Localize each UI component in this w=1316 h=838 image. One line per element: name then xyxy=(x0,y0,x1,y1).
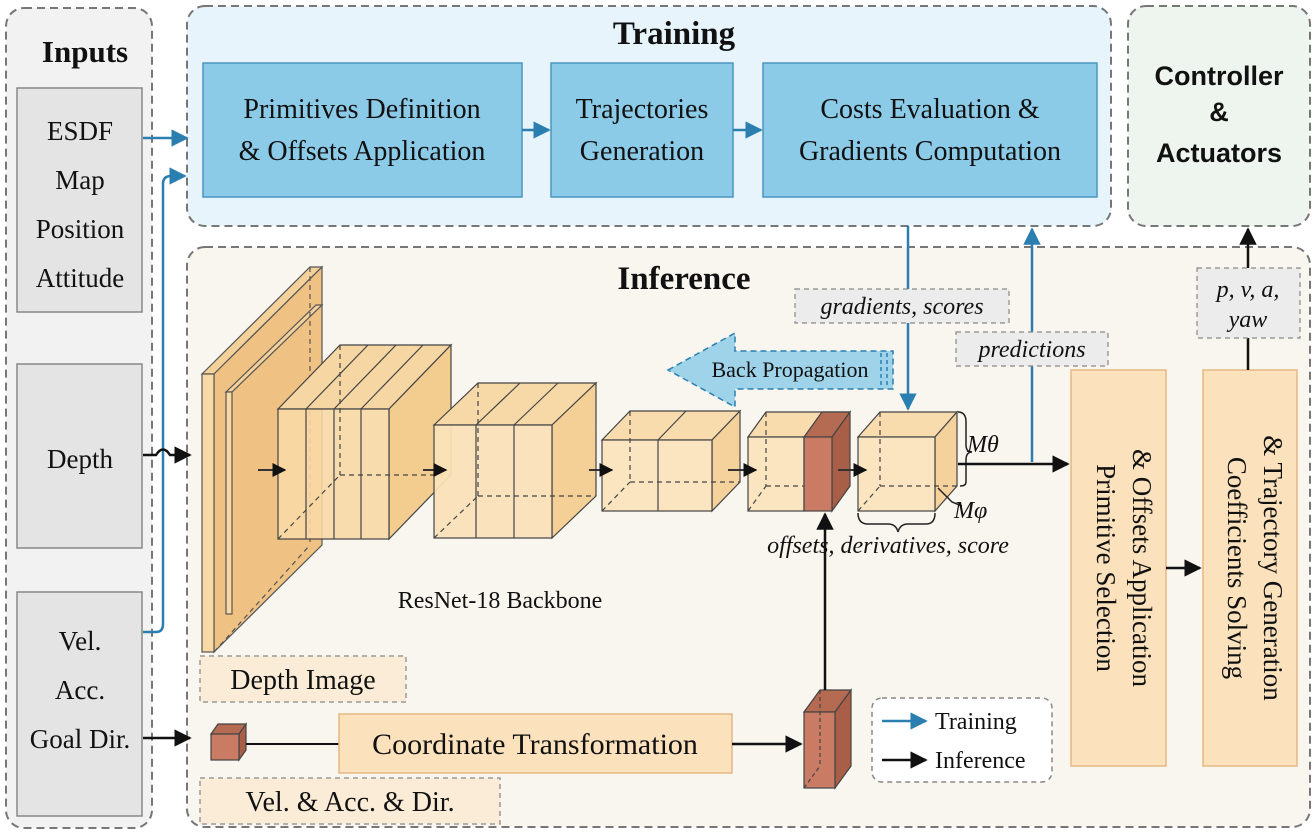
predictions-box xyxy=(955,331,1109,367)
input-map: Map xyxy=(55,165,105,195)
m-phi-brace xyxy=(937,487,963,507)
trajectories-generation-box xyxy=(550,62,734,198)
m-theta-brace xyxy=(957,411,973,487)
m-phi-label: Mφ xyxy=(953,498,987,524)
primitives-definition-line2: & Offsets Application xyxy=(239,136,486,167)
resnet-block-1 xyxy=(276,343,453,541)
pvay-box xyxy=(1196,267,1301,339)
input-acc: Acc. xyxy=(55,675,105,705)
input-vel: Vel. xyxy=(59,626,102,656)
resnet-block-2 xyxy=(432,381,598,540)
controller-panel xyxy=(1127,5,1311,227)
costs-evaluation-box xyxy=(762,62,1098,198)
coefficients-solving-line1: Coefficients Solving xyxy=(1222,457,1252,679)
width-brace xyxy=(857,512,936,533)
training-title: Training xyxy=(613,16,736,52)
costs-evaluation-line2: Gradients Computation xyxy=(799,136,1061,167)
back-propagation-arrow xyxy=(666,331,894,409)
input-attitude: Attitude xyxy=(36,263,125,293)
inference-title: Inference xyxy=(617,261,750,297)
inputs-title: Inputs xyxy=(42,34,128,69)
input-esdf: ESDF xyxy=(47,116,113,146)
pvay-line2: yaw xyxy=(1227,307,1268,333)
gradients-scores-label: gradients, scores xyxy=(820,294,983,320)
state-input-box xyxy=(16,591,143,817)
input-position: Position xyxy=(36,214,125,244)
depth-image-label: Depth Image xyxy=(230,665,375,696)
gradients-scores-box xyxy=(794,288,1010,324)
m-theta-label: Mθ xyxy=(966,432,999,458)
depth-to-network-arrow xyxy=(143,446,192,464)
back-propagation-label: Back Propagation xyxy=(711,357,868,382)
depth-input-box xyxy=(16,363,143,549)
depth-image-layer xyxy=(200,265,324,654)
controller-title-2: & xyxy=(1209,97,1229,127)
trajectories-generation-line1: Trajectories xyxy=(576,94,709,125)
depth-image-label-box xyxy=(199,655,407,703)
output-cube xyxy=(856,410,959,513)
transformed-state-cube xyxy=(802,688,853,790)
coordinate-transformation-label: Coordinate Transformation xyxy=(372,728,698,761)
primitive-selection-box xyxy=(1070,369,1167,767)
pvay-line1: p, v, a, xyxy=(1215,277,1280,303)
input-goal-dir: Goal Dir. xyxy=(30,724,131,754)
legend-inference-label: Inference xyxy=(935,748,1026,774)
input-depth: Depth xyxy=(47,444,113,474)
output-description: offsets, derivatives, score xyxy=(767,533,1009,559)
backbone-label: ResNet-18 Backbone xyxy=(398,588,603,614)
primitives-definition-box xyxy=(202,62,523,198)
state-cube xyxy=(209,722,248,762)
controller-title-1: Controller xyxy=(1154,61,1283,91)
predictions-label: predictions xyxy=(976,337,1085,363)
coefficients-solving-box xyxy=(1202,369,1298,767)
costs-evaluation-line1: Costs Evaluation & xyxy=(820,94,1040,125)
output-slice xyxy=(802,410,852,513)
esdf-input-box xyxy=(16,87,143,313)
legend-training-label: Training xyxy=(935,709,1017,735)
primitives-definition-line1: Primitives Definition xyxy=(243,94,480,125)
controller-title-3: Actuators xyxy=(1156,138,1282,168)
resnet-block-3 xyxy=(600,409,742,513)
vel-acc-dir-label: Vel. & Acc. & Dir. xyxy=(245,787,454,818)
coordinate-transformation-box xyxy=(338,713,733,774)
primitive-selection-line2: & Offsets Application xyxy=(1127,449,1157,687)
primitive-selection-line1: Primitive Selection xyxy=(1091,464,1121,672)
vel-acc-dir-label-box xyxy=(199,777,501,825)
trajectories-generation-line2: Generation xyxy=(580,136,704,167)
state-to-training-line xyxy=(143,167,187,634)
coefficients-solving-line2: & Trajectory Generation xyxy=(1258,435,1288,701)
